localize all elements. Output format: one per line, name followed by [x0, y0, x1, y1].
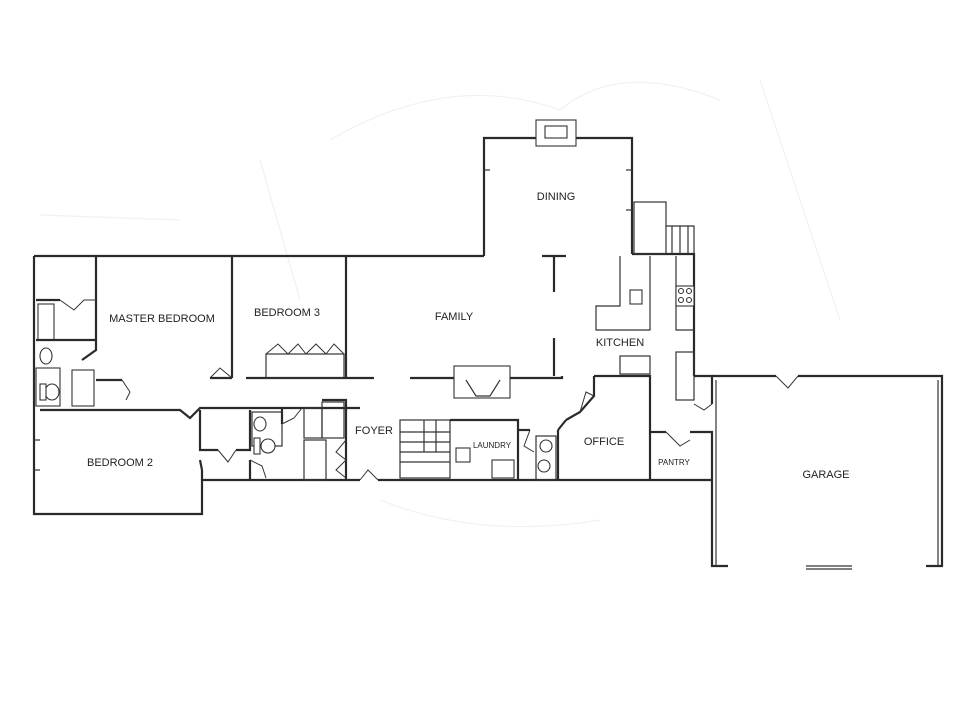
bedroom-3 [209, 256, 348, 380]
bedroom3-closet [265, 353, 345, 379]
dining-room [484, 119, 632, 376]
exterior-steps [633, 201, 695, 255]
pantry [650, 430, 714, 480]
master-toilet-icon [44, 383, 60, 401]
office [556, 376, 652, 480]
room-labels: DINING MASTER BEDROOM BEDROOM 3 FAMILY K… [87, 191, 850, 481]
master-tub [71, 369, 95, 407]
kitchen-sink-icon [629, 289, 643, 305]
label-dining: DINING [537, 191, 576, 203]
hall-bath [198, 407, 327, 481]
master-suite [35, 256, 131, 407]
label-foyer: FOYER [355, 425, 393, 437]
label-master-bedroom: MASTER BEDROOM [109, 313, 215, 325]
bedroom-2 [34, 439, 204, 480]
label-bedroom-3: BEDROOM 3 [254, 307, 320, 319]
washer-icon [455, 447, 471, 463]
label-office: OFFICE [584, 436, 624, 448]
master-closet [37, 303, 55, 341]
hall-tub [303, 439, 327, 481]
label-laundry: LAUNDRY [473, 441, 512, 450]
powder-toilet-icon [537, 459, 551, 473]
garage [710, 374, 944, 570]
label-kitchen: KITCHEN [596, 337, 644, 349]
master-sink-icon [39, 347, 53, 365]
stairs [399, 419, 451, 479]
kitchen [594, 256, 714, 430]
dryer-icon [491, 459, 515, 479]
label-garage: GARAGE [802, 469, 849, 481]
family-room [346, 365, 564, 399]
label-bedroom-2: BEDROOM 2 [87, 457, 153, 469]
label-family: FAMILY [435, 311, 474, 323]
family-fireplace [453, 365, 511, 399]
label-pantry: PANTRY [658, 458, 690, 467]
foyer-area [321, 398, 557, 481]
hall-toilet-icon [260, 438, 276, 454]
background-bleed [39, 79, 841, 528]
powder-sink-icon [539, 439, 553, 453]
hall-sink-icon [253, 416, 267, 432]
fireplace-hearth [544, 125, 568, 139]
